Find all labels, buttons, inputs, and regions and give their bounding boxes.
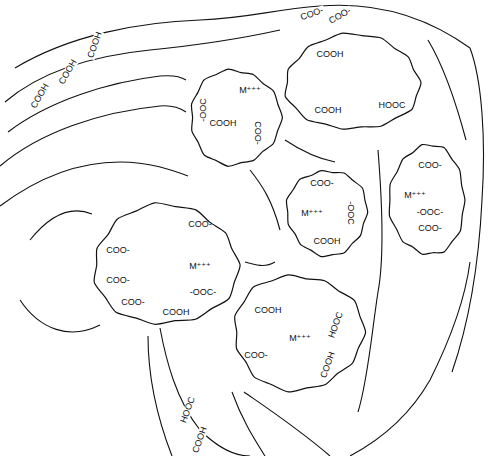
lobe-path xyxy=(191,69,282,166)
band-line xyxy=(30,211,92,240)
group-label: COOH xyxy=(317,50,344,59)
group-label: COO- xyxy=(121,298,145,307)
band-line xyxy=(245,262,275,265)
group-label: COOH xyxy=(255,306,282,315)
band-line xyxy=(244,392,330,456)
group-label: COO- xyxy=(106,246,130,255)
aggregate-lobe: COO- COO- M⁺⁺⁺ COO- -OOC- COO- COOH xyxy=(88,200,243,330)
lobe-outline xyxy=(280,30,425,135)
band-line xyxy=(8,76,186,132)
lobe-path xyxy=(285,33,421,129)
group-label: COOH xyxy=(191,425,209,455)
group-label: COO- xyxy=(244,351,268,360)
group-label: M⁺⁺⁺ xyxy=(289,334,311,343)
group-label: COOH xyxy=(57,57,79,87)
band-line xyxy=(0,106,186,166)
band-line xyxy=(0,162,188,206)
group-label: M⁺⁺⁺ xyxy=(301,209,323,218)
group-label: COOH xyxy=(86,30,104,60)
band-line xyxy=(350,262,470,456)
group-label: M⁺⁺⁺ xyxy=(189,262,211,271)
group-label: COO- xyxy=(310,179,334,188)
aggregate-lobe: COOHM⁺⁺⁺HOOCCOO-COOH xyxy=(228,270,368,395)
group-label: HOOC xyxy=(379,101,406,110)
group-label: M⁺⁺⁺ xyxy=(239,86,261,95)
aggregate-lobe: COO- M⁺⁺⁺ -OOC COOH xyxy=(282,165,372,260)
group-label: COOH xyxy=(315,106,342,115)
aggregate-lobe: COO- M⁺⁺⁺ -OOC- COO- xyxy=(385,140,470,260)
band-line xyxy=(428,40,466,140)
band-line xyxy=(20,300,100,332)
group-label: -OOC xyxy=(199,98,208,122)
band-line xyxy=(250,170,280,230)
group-label: COO- xyxy=(327,6,354,27)
band-line xyxy=(232,392,265,456)
lobe-path xyxy=(94,203,240,325)
group-label: M⁺⁺⁺ xyxy=(404,191,426,200)
lobe-outline xyxy=(228,270,368,395)
group-label: COOH xyxy=(29,81,51,111)
group-label: -OOC- xyxy=(417,208,444,217)
group-label: COO- xyxy=(106,276,130,285)
group-label: COOH xyxy=(314,237,341,246)
group-label: COO- xyxy=(253,121,262,145)
band-line xyxy=(285,140,335,162)
lobe-path xyxy=(286,171,367,257)
group-label: COO- xyxy=(418,161,442,170)
lobe-path xyxy=(389,144,465,254)
group-label: -OOC- xyxy=(190,288,217,297)
group-label: -OOC xyxy=(346,201,355,225)
aggregate-lobe: M⁺⁺⁺ -OOCCOOH COO- xyxy=(185,65,285,170)
band-line xyxy=(148,336,172,456)
lobe-path xyxy=(235,275,366,392)
lobe-outline xyxy=(385,140,470,260)
group-label: COOH xyxy=(210,119,237,128)
group-label: COO- xyxy=(188,220,212,229)
group-label: COOH xyxy=(163,308,190,317)
group-label: COO- xyxy=(418,224,442,233)
aggregate-lobe: COOH COOH HOOC xyxy=(280,30,425,135)
